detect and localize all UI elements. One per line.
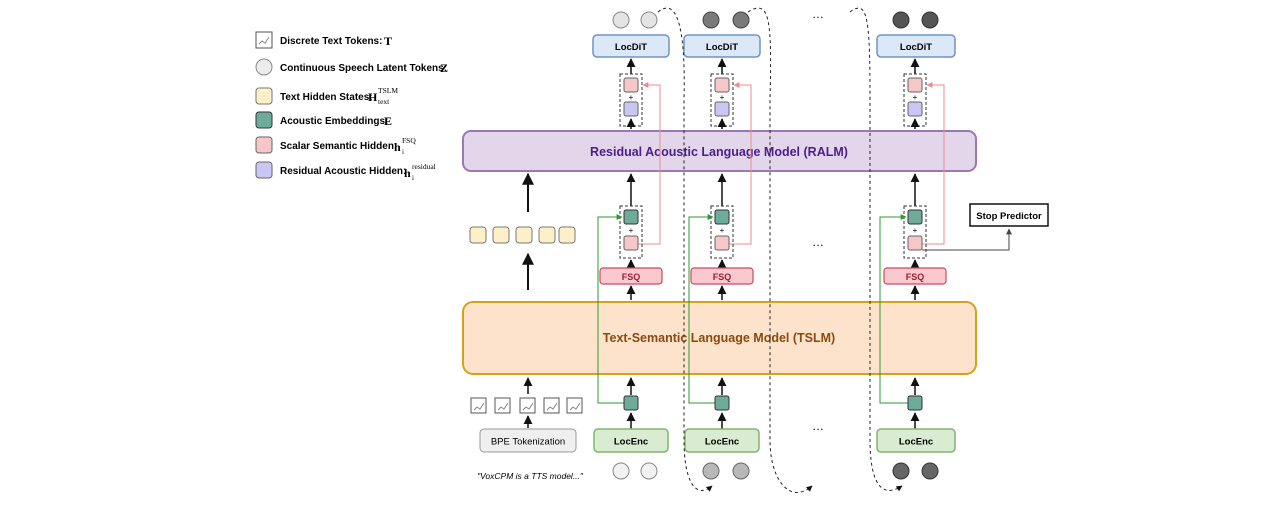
locdit-label: LocDiT [706, 42, 738, 53]
bpe-tokenization-block: BPE Tokenization [479, 428, 577, 453]
legend-sub: text [378, 97, 390, 106]
ellipsis: … [812, 419, 824, 433]
semantic-hidden [714, 235, 730, 251]
legend-symbol: E [384, 114, 392, 128]
semantic-hidden [714, 77, 730, 93]
output-latent-token [612, 11, 630, 29]
ralm-block: Residual Acoustic Language Model (RALM) [462, 130, 977, 172]
ellipsis: … [812, 235, 824, 249]
legend-sub: i [402, 148, 404, 156]
output-latent-token [732, 11, 750, 29]
fsq-label: FSQ [906, 272, 925, 282]
plus-sign: + [913, 226, 918, 235]
legend-symbol: h [394, 140, 401, 154]
legend-label: Continuous Speech Latent Tokens: [280, 63, 447, 74]
locenc-label: LocEnc [705, 437, 739, 448]
legend-item-semantic: Scalar Semantic Hidden: h FSQ i [255, 136, 416, 156]
text-hidden-state [492, 226, 510, 244]
legend-label: Discrete Text Tokens: [280, 36, 382, 47]
plus-sign: + [720, 93, 725, 102]
legend-sup: TSLM [378, 86, 398, 95]
acoustic-embedding [714, 209, 730, 225]
legend-symbol: h [404, 166, 411, 180]
input-latent-token [612, 462, 630, 480]
input-latent-token [921, 462, 939, 480]
plus-sign: + [629, 93, 634, 102]
legend-item-acoustic: Acoustic Embeddings: E [255, 111, 392, 129]
legend-label: Acoustic Embeddings: [280, 116, 388, 127]
legend-label: Text Hidden States: [280, 92, 373, 103]
autoregressive-feedback [657, 7, 903, 493]
latent-token-icon [255, 58, 273, 76]
legend-sub: i [412, 174, 414, 182]
stop-predictor-block: Stop Predictor [922, 203, 1049, 251]
legend-label: Scalar Semantic Hidden: [280, 141, 397, 152]
column-3: LocDiT + + FSQ LocEnc [876, 11, 956, 480]
fsq-label: FSQ [622, 272, 641, 282]
bpe-label: BPE Tokenization [491, 437, 565, 448]
input-latent-token [892, 462, 910, 480]
text-hidden-state [515, 226, 533, 244]
ellipsis: … [812, 7, 824, 21]
output-latent-token [640, 11, 658, 29]
locdit-label: LocDiT [900, 42, 932, 53]
semantic-hidden [623, 77, 639, 93]
locdit-label: LocDiT [615, 42, 647, 53]
legend-symbol: Z [440, 61, 448, 75]
text-hidden-state [538, 226, 556, 244]
legend-sup: residual [412, 162, 436, 171]
legend-item-residual: Residual Acoustic Hidden: h residual i [255, 161, 436, 182]
text-tokens [470, 397, 583, 414]
semantic-hidden [623, 235, 639, 251]
legend-item-text-tokens: Discrete Text Tokens: T [255, 31, 392, 49]
plus-sign: + [629, 226, 634, 235]
legend-item-speech-latent: Continuous Speech Latent Tokens: Z [255, 58, 448, 76]
acoustic-embedding [714, 395, 730, 411]
text-branch: BPE Tokenization "VoxCPM is a TTS model.… [469, 172, 584, 481]
text-hidden-state [469, 226, 487, 244]
column-2: LocDiT + + FSQ LocEnc [683, 11, 761, 480]
output-latent-token [892, 11, 910, 29]
input-latent-token [640, 462, 658, 480]
residual-hidden [623, 101, 639, 117]
legend-symbol: H [368, 90, 378, 104]
legend-item-text-hidden: Text Hidden States: H TSLM text [255, 86, 398, 106]
legend: Discrete Text Tokens: T Continuous Speec… [255, 31, 448, 182]
acoustic-embedding [907, 209, 923, 225]
tslm-block: Text-Semantic Language Model (TSLM) [462, 301, 977, 375]
text-token-icon [258, 36, 270, 45]
legend-sup: FSQ [402, 136, 416, 145]
residual-hidden [907, 101, 923, 117]
acoustic-embedding [623, 209, 639, 225]
column-1: LocDiT + + FSQ LocEnc [592, 11, 670, 480]
locenc-label: LocEnc [614, 437, 648, 448]
semantic-hidden [907, 235, 923, 251]
input-latent-token [732, 462, 750, 480]
input-latent-token [702, 462, 720, 480]
residual-hidden [714, 101, 730, 117]
locenc-label: LocEnc [899, 437, 933, 448]
plus-sign: + [720, 226, 725, 235]
fsq-label: FSQ [713, 272, 732, 282]
text-hidden-state [558, 226, 576, 244]
output-latent-token [921, 11, 939, 29]
tslm-label: Text-Semantic Language Model (TSLM) [603, 331, 835, 345]
semantic-hidden [907, 77, 923, 93]
input-text: "VoxCPM is a TTS model..." [477, 471, 584, 481]
legend-label: Residual Acoustic Hidden: [280, 166, 406, 177]
plus-sign: + [913, 93, 918, 102]
ralm-label: Residual Acoustic Language Model (RALM) [590, 145, 848, 159]
acoustic-embedding [623, 395, 639, 411]
output-latent-token [702, 11, 720, 29]
legend-symbol: T [384, 34, 392, 48]
stop-predictor-label: Stop Predictor [976, 211, 1042, 222]
acoustic-embedding [907, 395, 923, 411]
